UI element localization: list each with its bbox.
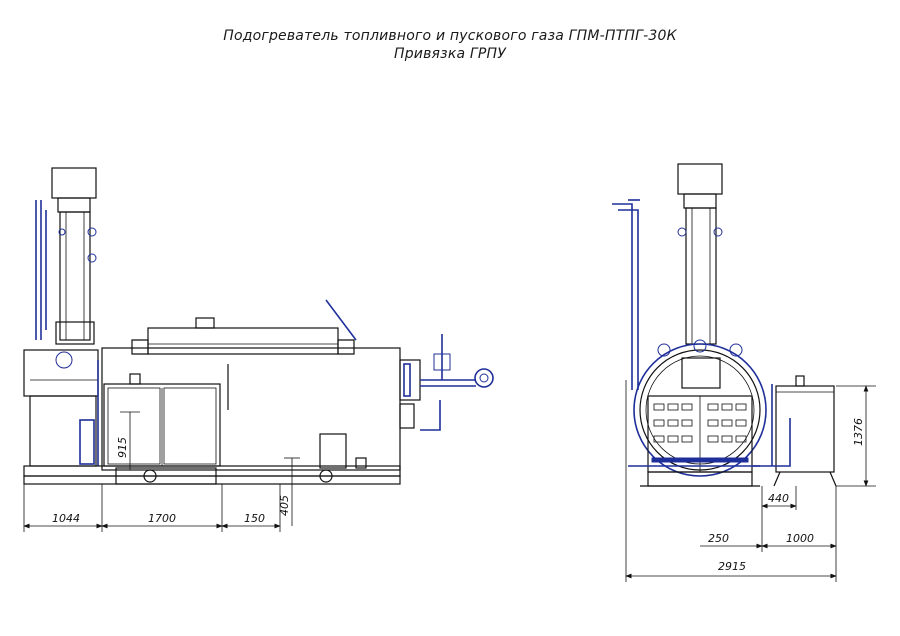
front-view: 1376 440 250 1000 2915	[612, 163, 876, 582]
side-view: 1044 1700 150 405 915	[23, 167, 494, 532]
dimension-lines-side	[23, 411, 300, 532]
grille-cabinet-front	[628, 395, 760, 473]
left-pipes	[35, 200, 97, 369]
main-shell-side	[101, 299, 415, 471]
dim-2915: 2915	[718, 560, 746, 573]
dim-1044: 1044	[52, 512, 80, 525]
dim-150: 150	[244, 512, 265, 525]
dim-440: 440	[768, 492, 789, 505]
drawing-subtitle: Привязка ГРПУ	[393, 46, 507, 62]
base-front	[640, 471, 760, 487]
drawing-title: Подогреватель топливного и пускового газ…	[223, 28, 677, 44]
dim-405: 405	[278, 495, 291, 516]
left-pipes-front	[612, 199, 640, 390]
dim-1700: 1700	[148, 512, 176, 525]
dim-1376: 1376	[852, 418, 865, 446]
dim-915: 915	[116, 437, 129, 458]
chimney-front	[677, 163, 723, 345]
dim-1000: 1000	[786, 532, 814, 545]
chimney-side	[51, 167, 97, 345]
outlet-piping-side	[399, 334, 494, 431]
base-frame-side	[23, 457, 401, 485]
tank-front	[752, 375, 837, 487]
dimension-lines-front	[625, 380, 876, 582]
dim-250: 250	[708, 532, 729, 545]
